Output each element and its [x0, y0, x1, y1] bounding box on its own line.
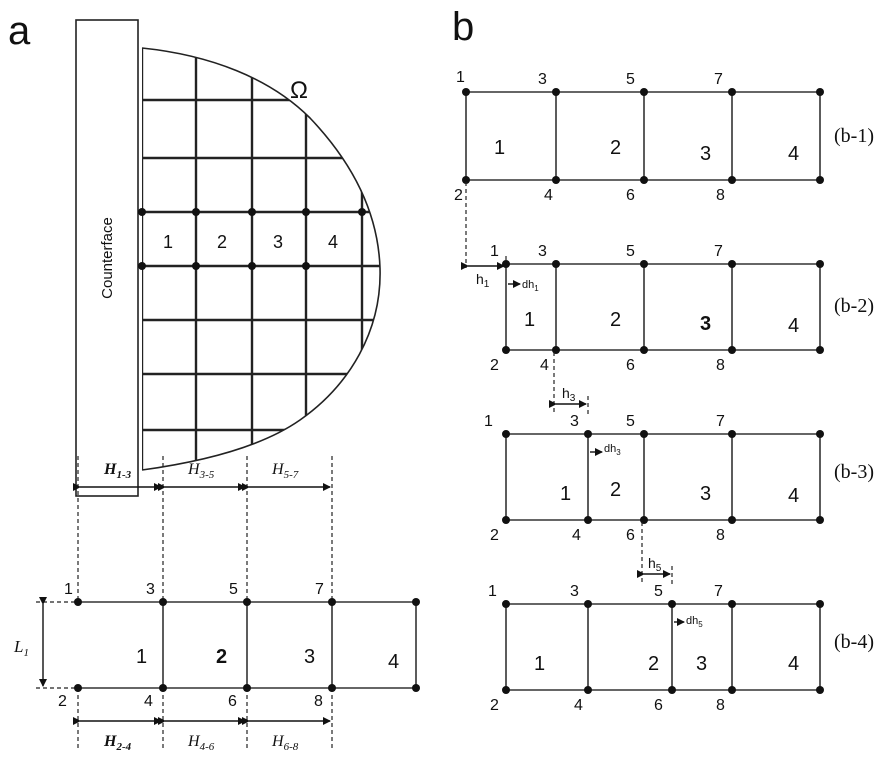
panel-b-label: b: [452, 5, 474, 49]
element-label: 1: [534, 653, 545, 675]
element-label: 1: [136, 646, 147, 668]
counterface-label: Counterface: [99, 217, 116, 299]
node-label: 6: [654, 697, 663, 714]
counterface-block: [75, 19, 139, 497]
element-label: 3: [696, 653, 707, 675]
node-label: 1: [64, 581, 73, 598]
dimension-diagram: H1-3 H3-5 H5-7 H2-4 H4-6 H6-8 L1 1 3 5 7…: [13, 456, 420, 753]
element-label: 2: [610, 137, 621, 159]
mesh-nodes: [138, 208, 366, 270]
node-label: 3: [570, 413, 579, 430]
mesh-element-label: 2: [217, 232, 227, 252]
stage-tag: (b-4): [834, 631, 874, 653]
node-label: 2: [58, 693, 67, 710]
node-label: 7: [714, 71, 723, 88]
stage-b3: dh3 1 3 5 7 2 4 6 8 1 2 3 4 (b-3): [484, 413, 874, 544]
omega-label: Ω: [290, 77, 308, 104]
node-label: 3: [146, 581, 155, 598]
domain-boundary: [141, 47, 381, 471]
element-label: 3: [700, 483, 711, 505]
element-label: 4: [388, 651, 399, 673]
element-label: 2: [216, 646, 227, 668]
element-label: 1: [524, 309, 535, 331]
element-label: 2: [610, 479, 621, 501]
node-label: 3: [570, 583, 579, 600]
node-label: 8: [716, 527, 725, 544]
stage-tag: (b-2): [834, 295, 874, 317]
node-label: 8: [716, 697, 725, 714]
node-label: 2: [454, 187, 463, 204]
node-label: 6: [626, 527, 635, 544]
node-label: 4: [572, 527, 581, 544]
element-label: 4: [788, 485, 799, 507]
shift-label: dh3: [604, 443, 621, 457]
node-label: 7: [716, 413, 725, 430]
node-label: 3: [538, 243, 547, 260]
element-label: 4: [788, 315, 799, 337]
node-label: 2: [490, 697, 499, 714]
stage-tag: (b-3): [834, 461, 874, 483]
span-label-top: H5-7: [271, 461, 299, 481]
panel-b: b 1 3 5 7 2 4 6 8 1 2 3 4 (b-1): [452, 5, 874, 714]
node-label: 4: [574, 697, 583, 714]
stage-b2: dh1 1 3 5 7 2 4 6 8 1 2 3 4 (b-2): [490, 243, 874, 374]
node-label: 5: [229, 581, 238, 598]
span-label-top: H3-5: [187, 461, 215, 481]
span-label-bottom: H2-4: [103, 733, 132, 753]
node-label: 6: [626, 187, 635, 204]
node-label: 7: [315, 581, 324, 598]
mesh-element-label: 1: [163, 232, 173, 252]
element-label: 4: [788, 143, 799, 165]
node-label: 2: [490, 357, 499, 374]
node-label: 6: [228, 693, 237, 710]
mesh-grid: [142, 48, 381, 470]
stage-b1: 1 3 5 7 2 4 6 8 1 2 3 4 (b-1): [454, 69, 874, 204]
node-label: 8: [314, 693, 323, 710]
element-label: 3: [700, 143, 711, 165]
panel-a-label: a: [8, 9, 31, 53]
element-label: 2: [648, 653, 659, 675]
gap-label: h5: [648, 555, 662, 574]
node-label: 1: [484, 413, 493, 430]
shift-label: dh1: [522, 279, 539, 293]
node-label: 7: [714, 243, 723, 260]
span-label-bottom: H4-6: [187, 733, 215, 753]
strip-nodes: [74, 598, 420, 692]
shift-label: dh5: [686, 615, 703, 629]
node-label: 4: [540, 357, 549, 374]
element-label: 2: [610, 309, 621, 331]
panel-a: a Counterface Ω: [8, 9, 381, 497]
node-label: 8: [716, 187, 725, 204]
stage-tag: (b-1): [834, 125, 874, 147]
mesh-element-label: 4: [328, 232, 338, 252]
node-label: 5: [626, 413, 635, 430]
node-label: 5: [626, 243, 635, 260]
node-label: 1: [456, 69, 465, 86]
node-label: 6: [626, 357, 635, 374]
node-label: 3: [538, 71, 547, 88]
length-label: L1: [13, 637, 29, 659]
node-label: 7: [714, 583, 723, 600]
mesh-element-label: 3: [273, 232, 283, 252]
node-label: 8: [716, 357, 725, 374]
element-label: 1: [560, 483, 571, 505]
gap-label: h3: [562, 385, 576, 404]
element-label: 4: [788, 653, 799, 675]
element-label: 3: [700, 313, 711, 335]
node-label: 1: [488, 583, 497, 600]
gap-label: h1: [476, 271, 490, 290]
node-label: 2: [490, 527, 499, 544]
node-label: 1: [490, 243, 499, 260]
node-label: 4: [144, 693, 153, 710]
node-label: 4: [544, 187, 553, 204]
span-label-top: H1-3: [103, 461, 132, 481]
stage-b4: dh5 1 3 5 7 2 4 6 8 1 2 3 4 (b-4): [488, 583, 874, 714]
node-label: 5: [626, 71, 635, 88]
span-label-bottom: H6-8: [271, 733, 299, 753]
element-label: 3: [304, 646, 315, 668]
node-label: 5: [654, 583, 663, 600]
element-label: 1: [494, 137, 505, 159]
